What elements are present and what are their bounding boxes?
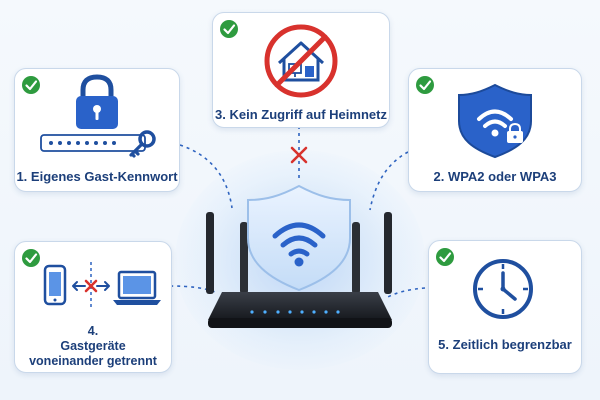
connector-5 (385, 287, 426, 299)
feature-label-1: 1. Eigenes Gast-Kennwort (16, 169, 178, 184)
home-network-prohibited-icon (264, 24, 338, 98)
feature-card-2: 2. WPA2 oder WPA3 (408, 68, 582, 192)
check-icon (436, 248, 454, 266)
blocked-cross-icon (290, 146, 308, 164)
feature-card-4: 4. Gastgeräte voneinander getrennt (14, 241, 172, 373)
connector-1 (179, 144, 233, 209)
wifi-shield-icon (247, 184, 351, 292)
wifi-shield-lock-icon (458, 83, 532, 159)
router-status-leds (250, 310, 340, 314)
router-antennas (206, 212, 392, 294)
check-icon (22, 76, 40, 94)
feature-label-2: 2. WPA2 oder WPA3 (433, 169, 557, 184)
check-icon (416, 76, 434, 94)
feature-label-3: 3. Kein Zugriff auf Heimnetz (215, 107, 387, 122)
clock-icon (473, 259, 533, 319)
feature-label-4: 4. Gastgeräte voneinander getrennt (29, 324, 157, 368)
check-icon (220, 20, 238, 38)
router-body (208, 292, 392, 328)
feature-card-3: 3. Kein Zugriff auf Heimnetz (212, 12, 390, 128)
feature-card-1: 1. Eigenes Gast-Kennwort (14, 68, 180, 192)
lock-password-key-icon (40, 74, 156, 158)
feature-card-5: 5. Zeitlich begrenzbar (428, 240, 582, 374)
feature-label-5: 5. Zeitlich begrenzbar (438, 337, 572, 352)
phone-laptop-separated-icon (43, 262, 161, 310)
connector-2 (369, 151, 409, 211)
check-icon (22, 249, 40, 267)
